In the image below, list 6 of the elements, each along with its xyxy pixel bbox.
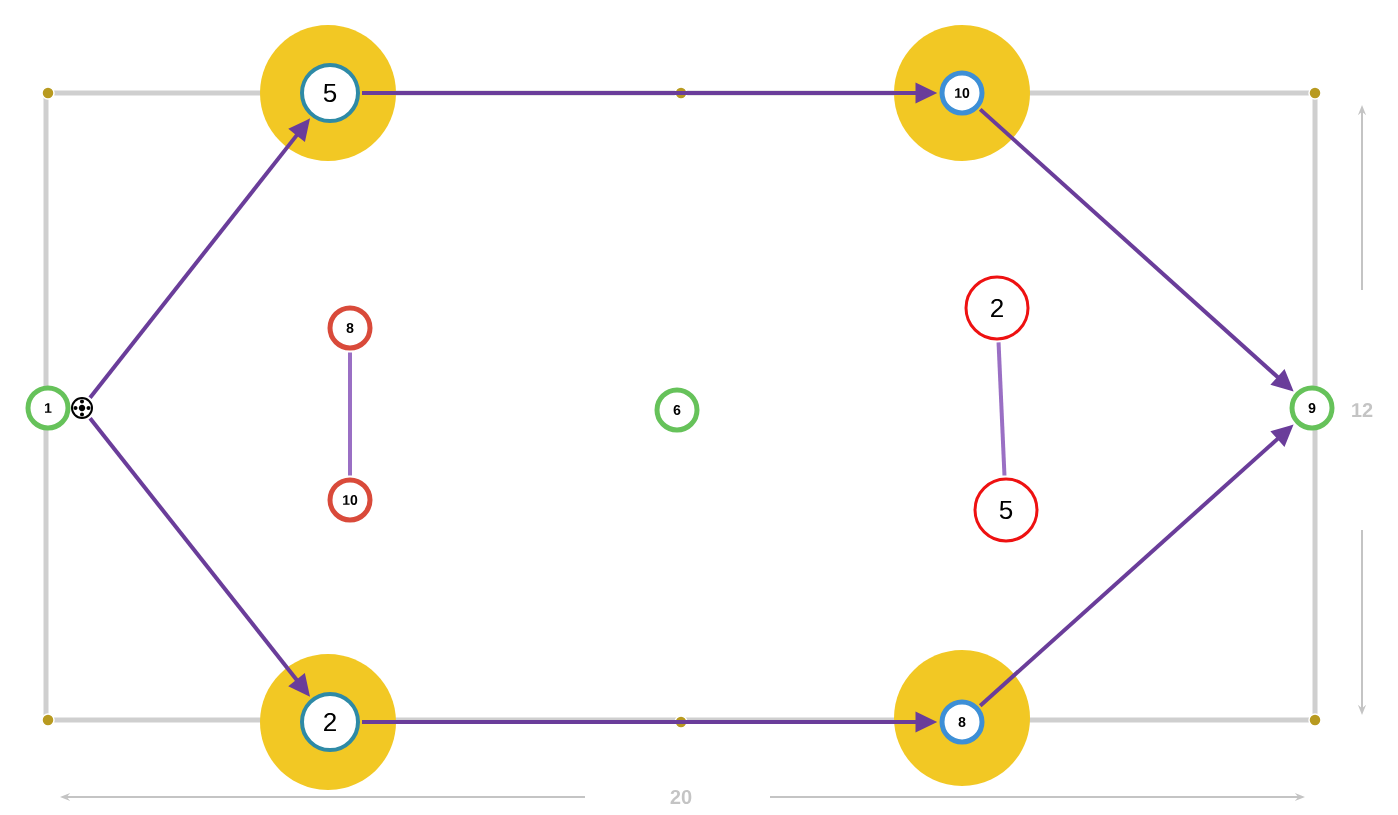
connector-line xyxy=(348,352,352,476)
connector-line xyxy=(996,342,1007,476)
dimension-label: 20 xyxy=(666,786,696,808)
dimension-label: 12 xyxy=(1347,400,1377,420)
ball-icon xyxy=(71,397,93,419)
node-label: 9 xyxy=(1308,403,1316,413)
